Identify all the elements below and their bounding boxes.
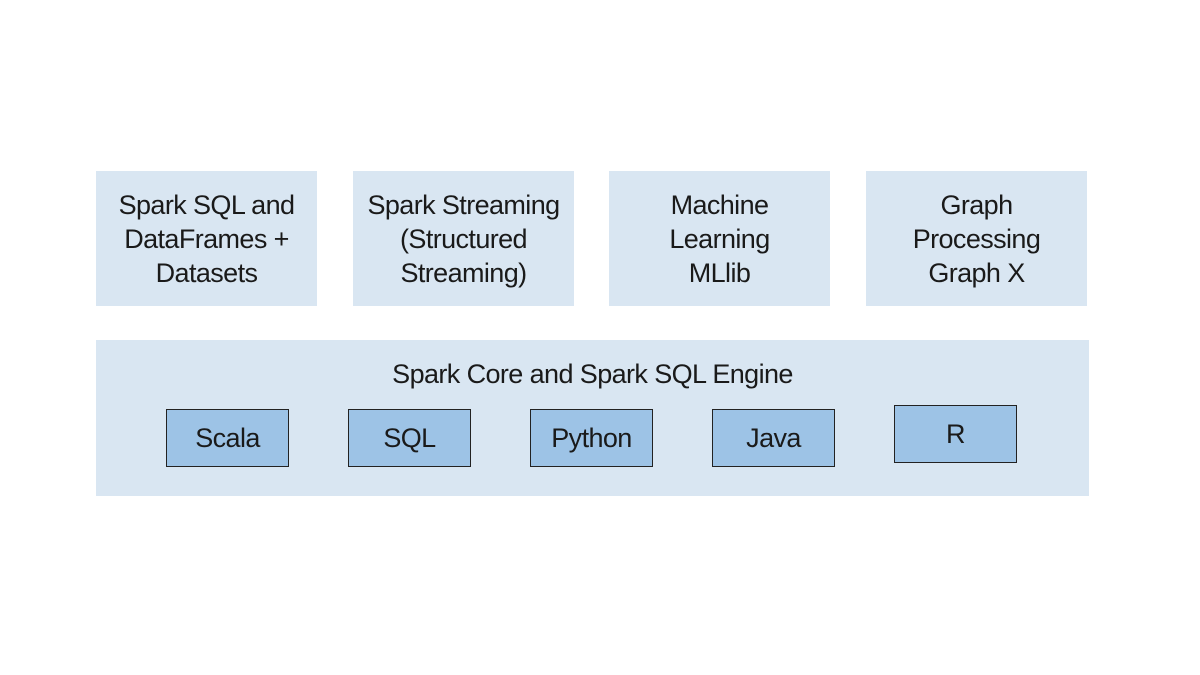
language-box-scala: Scala — [166, 409, 289, 467]
module-label: Spark Streaming (Structured Streaming) — [367, 189, 560, 288]
language-box-sql: SQL — [348, 409, 471, 467]
module-label: Graph Processing Graph X — [912, 189, 1041, 288]
module-spark-streaming: Spark Streaming (Structured Streaming) — [353, 171, 574, 306]
engine-layer: Spark Core and Spark SQL Engine Scala SQ… — [96, 340, 1089, 496]
language-box-r: R — [894, 405, 1017, 463]
module-label: Spark SQL and DataFrames + Datasets — [118, 189, 295, 288]
engine-title: Spark Core and Spark SQL Engine — [392, 359, 793, 389]
module-mllib: Machine Learning MLlib — [609, 171, 830, 306]
module-graphx: Graph Processing Graph X — [866, 171, 1087, 306]
module-spark-sql: Spark SQL and DataFrames + Datasets — [96, 171, 317, 306]
language-box-python: Python — [530, 409, 653, 467]
module-label: Machine Learning MLlib — [669, 189, 770, 288]
language-box-java: Java — [712, 409, 835, 467]
